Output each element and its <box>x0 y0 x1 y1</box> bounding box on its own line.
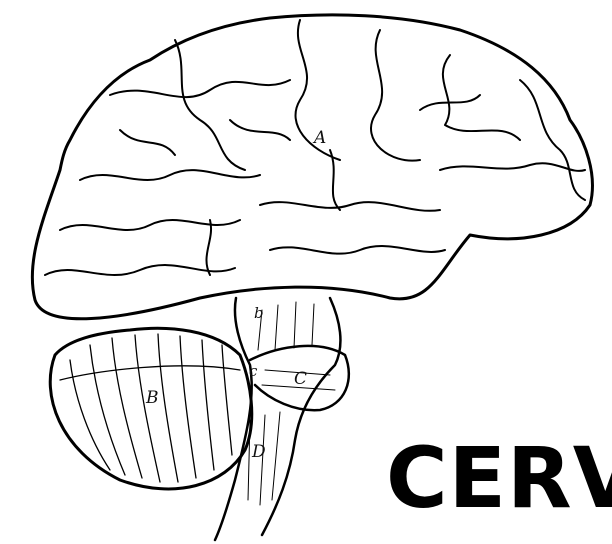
label-b: B <box>146 390 159 407</box>
label-c: C <box>294 371 307 388</box>
label-a: A <box>314 130 326 147</box>
label-lower-b: b <box>254 306 264 321</box>
brainstem-outline <box>215 298 340 540</box>
cerebrum-outline <box>32 15 592 319</box>
label-lower-c: c <box>249 364 257 379</box>
caption-text: CERV <box>386 436 612 520</box>
brainstem-hatching <box>248 302 335 505</box>
label-d: D <box>252 444 266 461</box>
